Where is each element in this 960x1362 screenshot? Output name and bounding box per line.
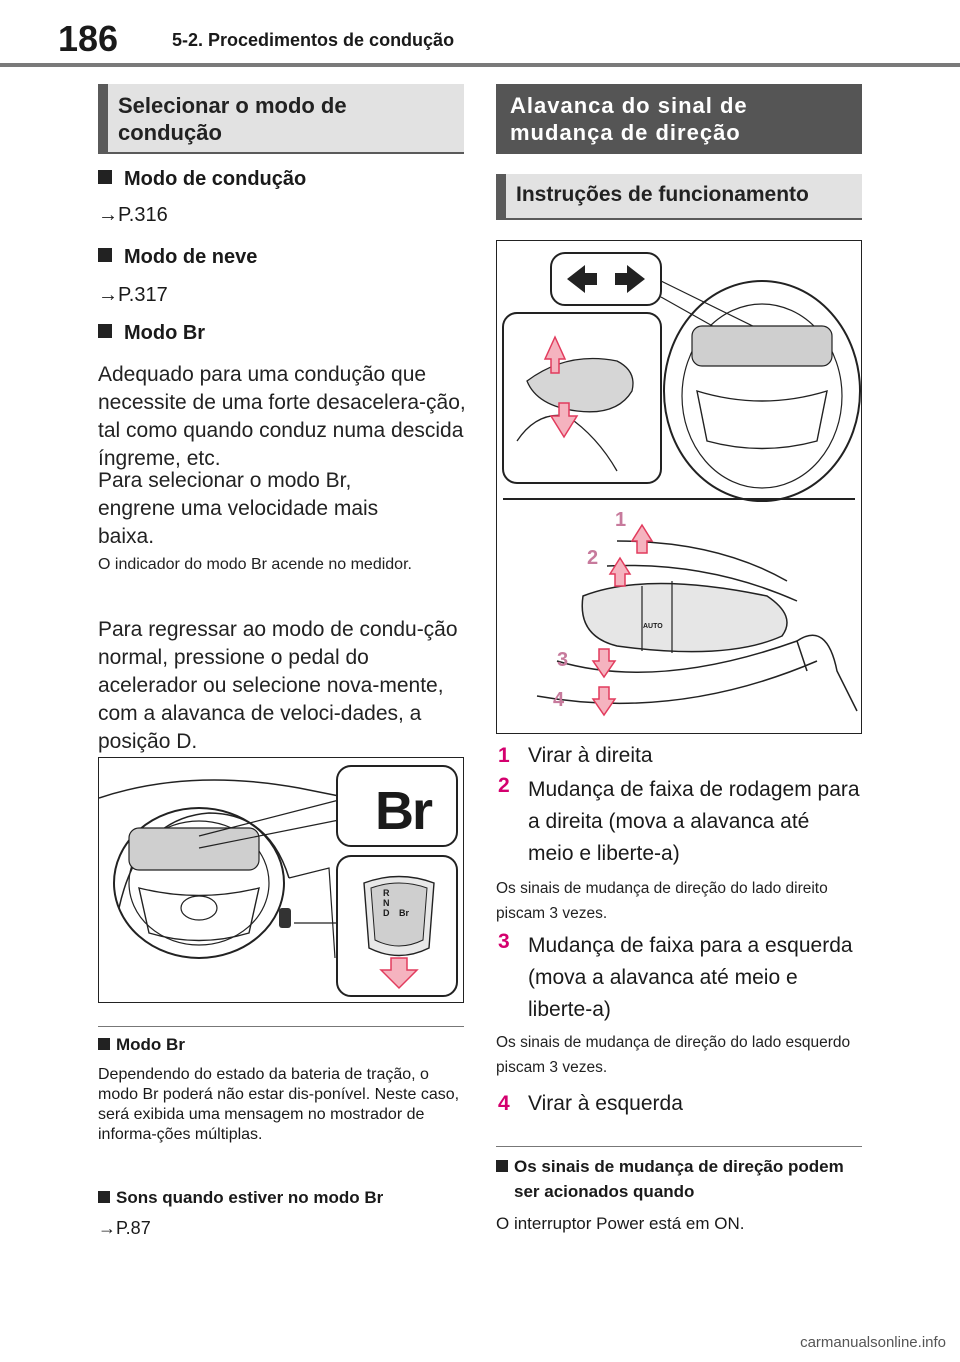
note-ref-sounds: →P.87 (98, 1218, 151, 1238)
bullet-square-icon (98, 1038, 110, 1050)
turn-signal-illustration (502, 252, 861, 717)
heading-snow-mode: Modo de neve (98, 246, 257, 269)
right-section-box: Alavanca do sinal de mudança de direção (496, 84, 862, 154)
paragraph-br-select: Para selecionar o modo Br, engrene uma v… (98, 469, 379, 548)
section-title: 5-2. Procedimentos de condução (172, 30, 455, 50)
figure-br-mode: Br R N D Br (98, 757, 464, 1003)
paragraph-br-purpose: Adequado para uma condução que necessite… (98, 363, 466, 470)
br-indicator-label: Br (375, 781, 433, 841)
note-heading-br: Modo Br (98, 1035, 185, 1055)
left-section-box: Selecionar o modo de condução (98, 84, 464, 154)
figure-turn-signal: 1 2 3 4 AUTO (496, 240, 862, 734)
bullet-square-icon (98, 248, 112, 262)
note-text-power: O interruptor Power está em ON. (496, 1214, 745, 1233)
note-right-signals: Os sinais de mudança de direção do lado … (496, 880, 828, 922)
note-heading-signals: Os sinais de mudança de direção podem se… (496, 1154, 862, 1204)
callout-4: 4 (553, 689, 565, 711)
note-left-signals: Os sinais de mudança de direção do lado … (496, 1034, 851, 1076)
paragraph-br-indicator: O indicador do modo Br acende no medidor… (98, 556, 412, 573)
lever-auto-label: AUTO (643, 623, 663, 630)
dashboard-illustration (98, 765, 458, 997)
watermark: carmanualsonline.info (800, 1334, 946, 1351)
heading-driving-mode: Modo de condução (98, 168, 306, 191)
note-heading-sounds: Sons quando estiver no modo Br (98, 1188, 383, 1208)
right-notes-divider (496, 1146, 862, 1147)
bullet-square-icon (98, 170, 112, 184)
right-subsection-title: Instruções de funcionamento (516, 183, 809, 206)
callout-3: 3 (557, 649, 569, 671)
heading-br-mode: Modo Br (98, 322, 205, 345)
bullet-square-icon (98, 1191, 110, 1203)
left-section-title: Selecionar o modo de condução (118, 93, 347, 145)
page-number: 186 (58, 18, 119, 59)
paragraph-br-return: Para regressar ao modo de condu-ção norm… (98, 618, 458, 753)
gear-br-letter: Br (399, 908, 410, 918)
notes-divider (98, 1026, 464, 1027)
bullet-square-icon (496, 1160, 508, 1172)
ref-driving-mode: →P.316 (98, 204, 168, 226)
ref-snow-mode: →P.317 (98, 284, 168, 306)
bullet-square-icon (98, 324, 112, 338)
gear-letters: R N D (383, 888, 390, 918)
callout-2: 2 (587, 547, 599, 569)
header-rule (0, 63, 960, 67)
right-subsection-box: Instruções de funcionamento (496, 174, 862, 220)
callout-1: 1 (615, 509, 627, 531)
right-section-title: Alavanca do sinal de mudança de direção (510, 93, 748, 145)
note-text-br: Dependendo do estado da bateria de traçã… (98, 1066, 460, 1143)
